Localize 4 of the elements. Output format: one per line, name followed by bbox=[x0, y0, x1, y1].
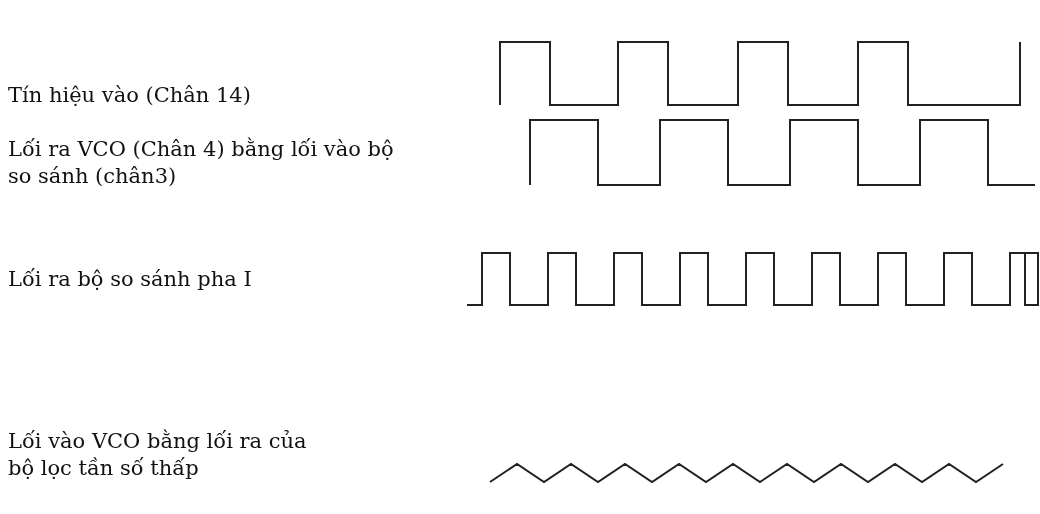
signal-label: Tín hiệu vào (Chân 14) bbox=[8, 82, 252, 109]
signal-label: Lối ra bộ so sánh pha I bbox=[8, 266, 253, 293]
signal-label: Lối vào VCO bằng lối ra của bộ lọc tần số thấp bbox=[8, 428, 308, 482]
signal-label: Lối ra VCO (Chân 4) bằng lối vào bộ so sánh (chân3) bbox=[8, 136, 395, 190]
